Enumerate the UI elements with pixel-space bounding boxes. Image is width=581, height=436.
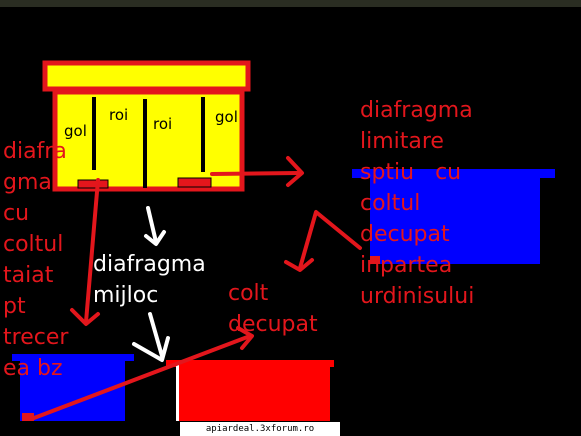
top-photo-strip <box>0 0 581 7</box>
hive-body <box>52 89 245 192</box>
right-label-line: urdinisului <box>360 284 475 309</box>
frame-label-1: gol <box>64 122 87 140</box>
diaphragm-blue-right <box>370 175 540 264</box>
arrow-left-down <box>84 178 100 324</box>
diaphragm-red-middle <box>176 365 330 421</box>
middle-label-line: mijloc <box>93 283 159 308</box>
right-label-line: coltul <box>360 191 421 216</box>
corner-label-line: decupat <box>228 312 318 337</box>
hive-roof <box>42 60 251 92</box>
diaphragm-blue-right-cut <box>370 256 380 264</box>
left-label-line: pt <box>3 294 26 319</box>
middle-label: diafragma mijloc <box>93 249 206 311</box>
arrow-from-right <box>298 210 362 270</box>
left-label-line: taiat <box>3 263 54 288</box>
frame-label-4: gol <box>215 108 238 126</box>
diaphragm-blue-left-cut <box>22 413 34 421</box>
arrow-to-corner-head <box>236 326 254 350</box>
middle-label-line: diafragma <box>93 252 206 277</box>
frame-label-2: roi <box>109 106 129 124</box>
diaphragm-blue-right-top <box>352 169 555 178</box>
arrow-to-corner <box>32 334 252 420</box>
left-label-line: gma <box>3 170 52 195</box>
left-label-line: trecer <box>3 325 69 350</box>
diaphragm-blue-left-top <box>12 354 134 361</box>
forum-watermark: apiardeal.3xforum.ro <box>180 422 340 436</box>
white-arrow-top <box>146 206 158 244</box>
white-arrows <box>132 206 170 362</box>
diaphragm-red-middle-top <box>166 360 334 367</box>
right-label-line: diafragma <box>360 98 473 123</box>
corner-label-line: colt <box>228 281 269 306</box>
frame-label-3: roi <box>153 115 173 133</box>
corner-label: colt decupat <box>228 278 318 340</box>
arrow-left-down-head <box>70 308 100 326</box>
left-label-line: cu <box>3 201 30 226</box>
right-label-line: sptiu cu <box>360 160 462 185</box>
right-label-line: limitare <box>360 129 444 154</box>
left-label-line: diafra <box>3 139 67 164</box>
entrance-right <box>177 177 212 188</box>
left-label-line: coltul <box>3 232 64 257</box>
arrow-to-right-diaphragm-head <box>286 156 304 187</box>
diaphragm-red-middle-edge <box>176 365 179 421</box>
right-label-line: decupat <box>360 222 450 247</box>
white-arrow-bottom <box>148 312 164 358</box>
red-arrows <box>32 156 362 420</box>
entrance-left <box>77 179 109 189</box>
left-label: diafra gma cu coltul taiat pt trecer ea … <box>3 136 68 384</box>
arrow-to-right-diaphragm <box>210 171 300 176</box>
white-arrow-top-head <box>144 230 166 246</box>
right-label-line: inpartea <box>360 253 453 278</box>
arrow-from-right-head <box>284 258 314 272</box>
white-arrow-bottom-head <box>132 336 170 362</box>
left-label-line: ea bz <box>3 356 63 381</box>
right-label: diafragma limitare sptiu cu coltul decup… <box>360 95 474 312</box>
